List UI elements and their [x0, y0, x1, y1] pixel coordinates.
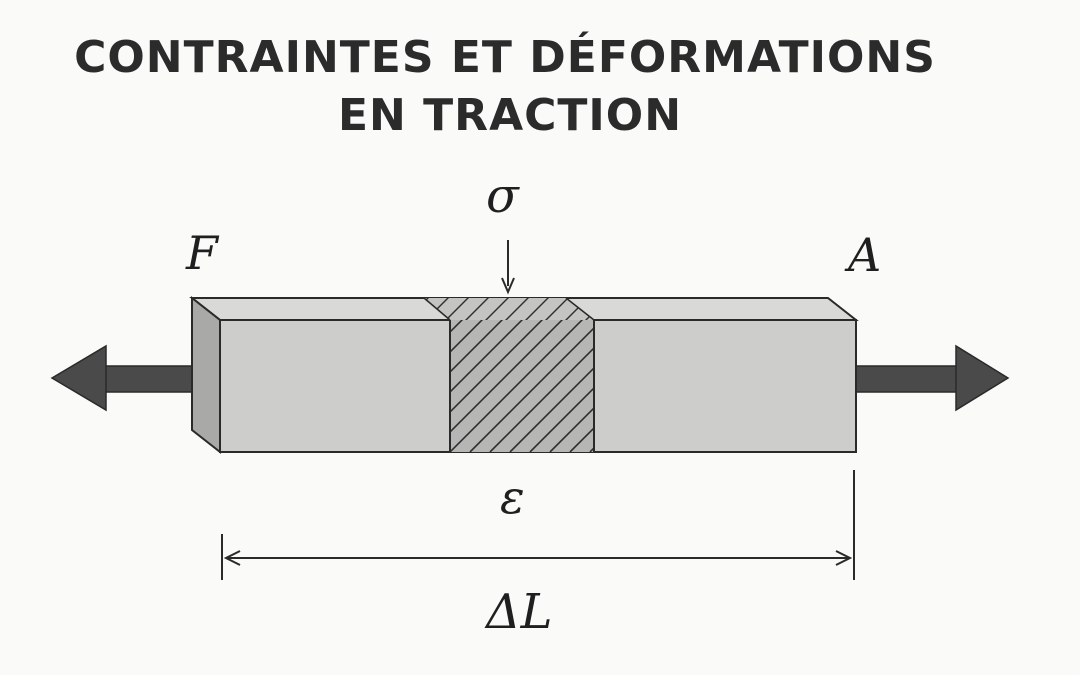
hatch-line [469, 326, 594, 452]
hatch-line [463, 298, 491, 320]
hatch-line [483, 298, 511, 320]
stress-symbol: σ [486, 168, 519, 224]
hatched-section [423, 297, 595, 452]
hatch-line [450, 320, 544, 414]
title-line-1: CONTRAINTES ET DÉFORMATIONS [74, 32, 936, 83]
hatch-line [450, 320, 524, 394]
elongation-dimension [221, 470, 855, 580]
hatch-line [529, 386, 594, 452]
hatch-line [450, 320, 584, 452]
area-symbol: A [848, 228, 882, 282]
hatch-line [450, 320, 504, 374]
hatch-line [543, 298, 571, 320]
hatch-line [549, 406, 594, 452]
hatch-line [523, 298, 551, 320]
force-symbol: F [186, 226, 218, 280]
hatch-line [503, 298, 531, 320]
elongation-symbol: ΔL [486, 584, 553, 640]
stress-pointer-arrow [501, 240, 515, 295]
title-line-2: EN TRACTION [337, 90, 683, 141]
hatch-line [450, 320, 564, 434]
bar-left-face [191, 295, 221, 455]
hatch-line [509, 366, 594, 452]
strain-symbol: ε [500, 470, 525, 524]
hatch-line [489, 346, 594, 452]
right-force-arrow [855, 344, 1010, 412]
hatch-line [450, 320, 484, 354]
hatch-line [583, 298, 594, 320]
left-force-arrow [50, 344, 207, 412]
